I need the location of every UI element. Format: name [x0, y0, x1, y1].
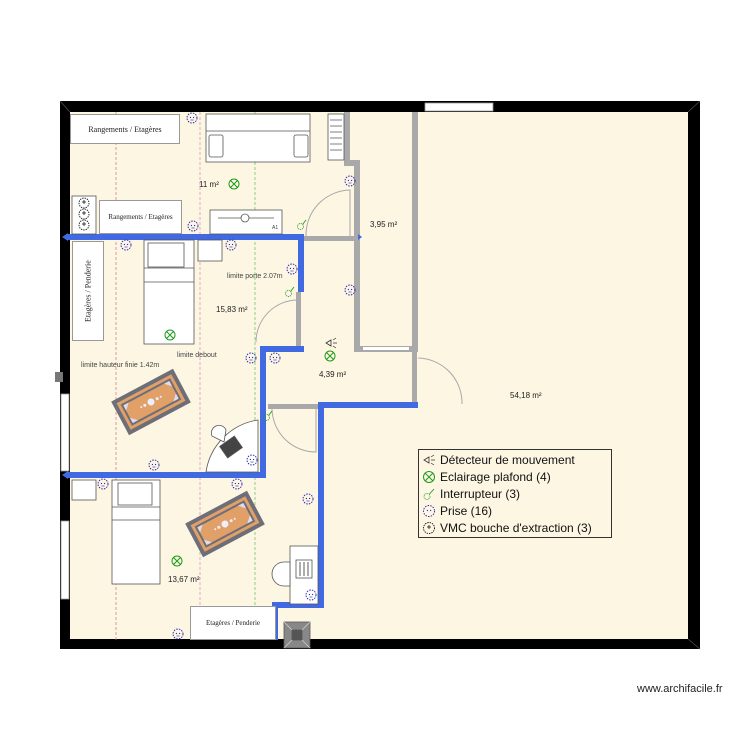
socket-icon — [423, 504, 435, 517]
legend-item: Interrupteur (3) — [422, 485, 608, 502]
exterior-walls — [55, 101, 700, 649]
room-area-4-39: 4,39 m² — [319, 370, 347, 379]
legend-label: Eclairage plafond (4) — [440, 469, 551, 484]
storage-label-mid: Rangements / Etagères — [99, 200, 182, 234]
ceiling-light-icon — [423, 470, 435, 483]
watermark: www.archifacile.fr — [637, 683, 723, 695]
room-area-54-18: 54,18 m² — [510, 391, 542, 400]
room-area-15-83: 15,83 m² — [216, 305, 248, 314]
furniture — [71, 113, 345, 649]
legend-label: Prise (16) — [440, 503, 493, 518]
storage-label-top: Rangements / Etagères — [70, 114, 180, 144]
legend: Détecteur de mouvement Eclairage plafond… — [418, 449, 612, 538]
room-area-11: 11 m² — [199, 180, 219, 189]
switch-icon — [423, 488, 435, 500]
wardrobe-label-vertical: Etagères / Penderie — [72, 241, 104, 341]
room-area-13-67: 13,67 m² — [168, 575, 200, 584]
door-height-note: limite porte 2.07m — [227, 273, 283, 280]
wardrobe-label-bottom: Etagères / Penderie — [190, 606, 276, 640]
legend-item: VMC bouche d'extraction (3) — [422, 519, 608, 536]
standing-limit-note: limite debout — [177, 352, 217, 359]
tv-unit-label: A1 — [272, 225, 279, 231]
legend-item: Détecteur de mouvement — [422, 451, 608, 468]
legend-label: Détecteur de mouvement — [440, 452, 575, 467]
legend-item: Prise (16) — [422, 502, 608, 519]
legend-label: VMC bouche d'extraction (3) — [440, 520, 592, 535]
legend-label: Interrupteur (3) — [440, 486, 521, 501]
vmc-extraction-icon — [423, 521, 435, 534]
doors — [255, 189, 463, 453]
motion-detector-icon — [423, 454, 435, 465]
room-area-3-95: 3,95 m² — [370, 220, 398, 229]
legend-item: Eclairage plafond (4) — [422, 468, 608, 485]
finished-height-note: limite hauteur finie 1.42m — [81, 362, 160, 369]
